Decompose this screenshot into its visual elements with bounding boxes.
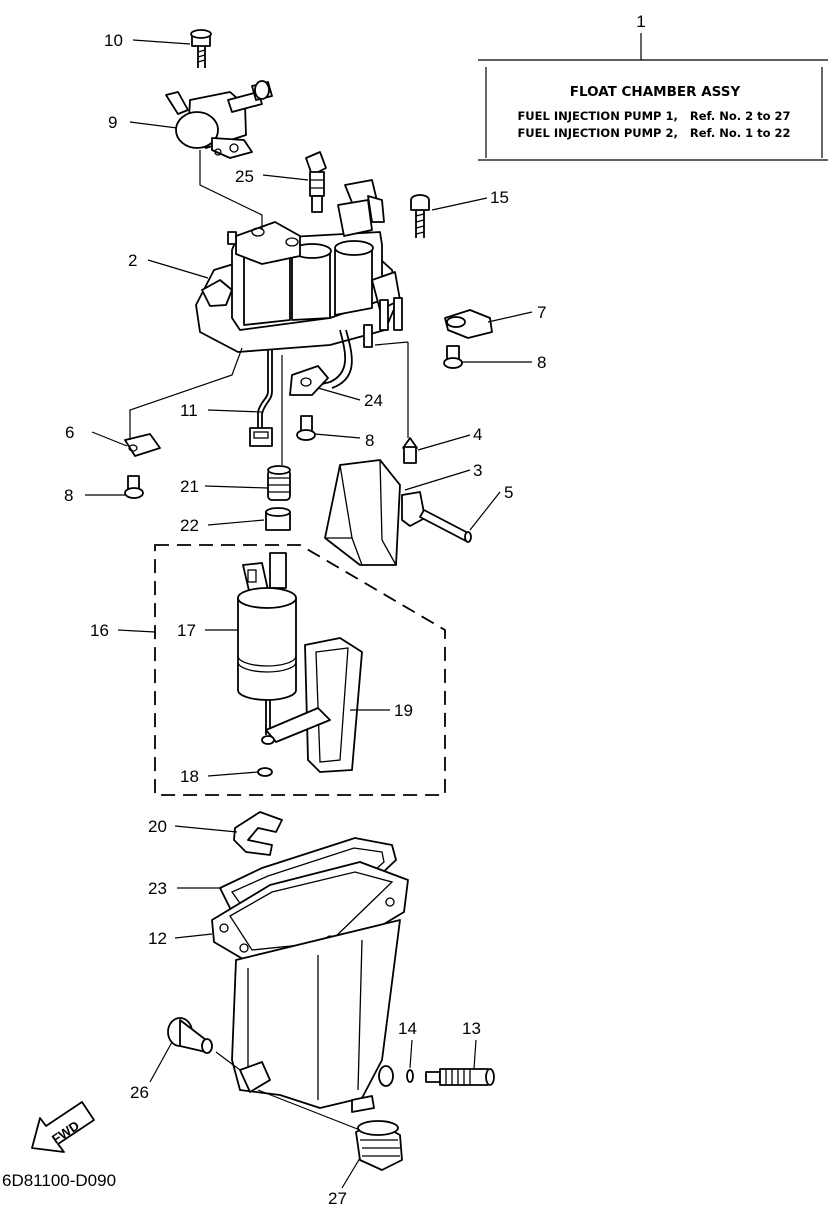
callout-4: 4 [473, 425, 482, 444]
callout-7: 7 [537, 303, 546, 322]
part-27-plug [355, 1120, 403, 1171]
callout-23: 23 [148, 879, 167, 898]
part-6-plate [124, 433, 161, 457]
callout-8-right: 8 [537, 353, 546, 372]
part-8-screw-middle [296, 415, 316, 441]
part-20-seal [233, 811, 283, 856]
part-16-pump-group-outline [154, 544, 446, 796]
part-12-float-chamber [211, 861, 409, 1113]
callout-1: 1 [636, 12, 645, 31]
callout-11: 11 [180, 401, 198, 420]
part-25-sensor [305, 151, 327, 213]
callout-26: 26 [130, 1083, 149, 1102]
part-15-screw [410, 194, 430, 238]
callout-15: 15 [490, 188, 509, 207]
part-10-bolt [190, 29, 212, 68]
callout-24: 24 [364, 391, 383, 410]
callout-9: 9 [108, 113, 117, 132]
part-2-upper-body [195, 179, 403, 389]
callout-8-middle: 8 [365, 431, 374, 450]
part-11-harness [249, 350, 273, 447]
part-3-cover [324, 459, 426, 566]
part-7-bracket [444, 309, 493, 339]
assembly-axis-lines [129, 150, 409, 1131]
part-14-o-ring [406, 1069, 414, 1083]
figure-code: 6D81100-D090 [2, 1171, 116, 1190]
callout-3: 3 [473, 461, 482, 480]
part-19-filter [261, 637, 363, 773]
part-17-fuel-pump [237, 552, 297, 735]
assembly-label-box: 1 FLOAT CHAMBER ASSY FUEL INJECTION PUMP… [478, 12, 828, 161]
callout-22: 22 [180, 516, 199, 535]
callout-5: 5 [504, 483, 513, 502]
callout-25: 25 [235, 167, 254, 186]
part-26-grommet [167, 1017, 213, 1054]
part-4-fitting [402, 437, 418, 464]
part-9-pressure-regulator [165, 80, 273, 159]
assembly-title: FLOAT CHAMBER ASSY [570, 84, 741, 100]
callout-6: 6 [65, 423, 74, 442]
callout-10: 10 [104, 31, 123, 50]
part-18-clip [257, 767, 273, 777]
part-22-collar [265, 507, 291, 531]
part-8-screw-left [124, 475, 144, 499]
callout-12: 12 [148, 929, 167, 948]
part-21-damper [267, 465, 291, 501]
callout-2: 2 [128, 251, 137, 270]
assembly-line-1: FUEL INJECTION PUMP 1, Ref. No. 2 to 27 [517, 109, 790, 123]
callout-17: 17 [177, 621, 196, 640]
part-24-clamp [289, 365, 329, 396]
callout-21: 21 [180, 477, 199, 496]
callout-16: 16 [90, 621, 109, 640]
callout-13: 13 [462, 1019, 481, 1038]
part-8-screw-right [443, 345, 463, 369]
callout-27: 27 [328, 1189, 347, 1205]
assembly-line-2: FUEL INJECTION PUMP 2, Ref. No. 1 to 22 [517, 126, 790, 140]
callout-19: 19 [394, 701, 413, 720]
part-5-pin [419, 509, 472, 543]
part-13-drain-screw [425, 1068, 495, 1086]
callout-18: 18 [180, 767, 199, 786]
callout-14: 14 [398, 1019, 417, 1038]
callout-leaders [85, 39, 533, 1189]
callout-20: 20 [148, 817, 167, 836]
fwd-arrow-icon: FWD [31, 1101, 95, 1153]
callout-numbers: 10 9 25 15 2 7 8 11 24 8 4 6 3 5 21 8 22… [64, 31, 546, 1205]
callout-8-left: 8 [64, 486, 73, 505]
